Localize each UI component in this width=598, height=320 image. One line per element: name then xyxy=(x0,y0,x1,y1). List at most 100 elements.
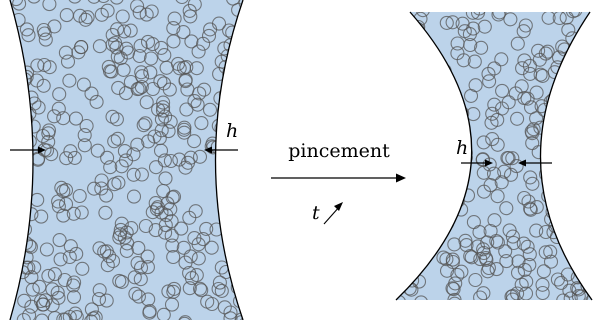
right-particle xyxy=(429,169,444,184)
left-particle xyxy=(99,293,114,308)
right-particle xyxy=(573,85,588,100)
right-particle xyxy=(517,190,532,206)
right-particle xyxy=(473,252,488,267)
right-particle xyxy=(585,64,592,79)
left-particle xyxy=(10,246,22,261)
left-particle xyxy=(88,310,103,320)
left-particle xyxy=(50,285,65,300)
left-particle xyxy=(10,196,25,211)
right-particle xyxy=(464,250,479,265)
right-particle xyxy=(549,167,564,182)
right-particle xyxy=(450,267,465,283)
right-particle xyxy=(412,203,427,218)
right-particle xyxy=(473,290,488,300)
right-particle xyxy=(503,12,518,27)
left-particle xyxy=(140,34,156,49)
left-particle xyxy=(10,210,20,225)
right-particle xyxy=(584,167,592,182)
left-particle xyxy=(15,192,30,207)
right-particle xyxy=(583,182,592,197)
left-particle xyxy=(178,315,193,320)
left-particle xyxy=(52,87,67,102)
right-particle xyxy=(433,76,448,91)
left-particle xyxy=(10,47,21,62)
left-particle xyxy=(187,134,202,149)
left-particle xyxy=(47,267,62,282)
left-particle xyxy=(183,9,198,24)
left-particle xyxy=(192,281,208,296)
right-particle xyxy=(400,227,415,242)
left-particle xyxy=(119,243,134,258)
right-particle xyxy=(447,171,462,186)
left-particle xyxy=(60,54,76,69)
left-particle xyxy=(126,147,141,162)
left-particle xyxy=(174,221,189,236)
right-particle xyxy=(426,199,441,214)
left-particle xyxy=(58,197,74,212)
right-particle xyxy=(447,237,462,252)
right-particle xyxy=(519,274,534,289)
right-particle xyxy=(556,131,571,147)
right-particle xyxy=(533,67,548,82)
left-particle xyxy=(192,149,208,164)
right-particle xyxy=(524,124,539,139)
left-particle xyxy=(155,103,171,118)
left-particle xyxy=(189,268,204,283)
right-particle xyxy=(531,43,546,58)
left-particle xyxy=(18,123,33,138)
right-particle xyxy=(551,84,566,99)
left-particle xyxy=(176,240,191,255)
right-particle xyxy=(481,260,496,276)
right-particle xyxy=(481,66,496,81)
right-particle xyxy=(573,216,588,231)
left-particle xyxy=(11,80,26,95)
right-particle xyxy=(487,213,502,228)
right-particle xyxy=(487,97,502,112)
left-column-left-boundary xyxy=(9,0,34,320)
right-particle xyxy=(439,263,455,278)
left-particle xyxy=(110,131,125,146)
right-particle xyxy=(415,12,430,18)
right-particle xyxy=(566,111,582,127)
left-particle xyxy=(68,111,84,126)
left-particle xyxy=(126,167,141,182)
right-particle xyxy=(553,131,568,146)
left-particle xyxy=(215,176,230,191)
left-particle xyxy=(100,150,115,165)
right-particle xyxy=(456,53,471,68)
left-particle xyxy=(84,314,99,320)
left-particle xyxy=(145,81,160,97)
left-particle xyxy=(217,300,232,315)
left-width-annotation: h xyxy=(10,120,238,154)
right-particle xyxy=(431,115,446,130)
left-particle xyxy=(133,260,149,275)
right-particle xyxy=(501,151,516,166)
left-particle xyxy=(10,245,24,260)
left-particle xyxy=(236,128,243,143)
left-particle xyxy=(38,32,53,47)
right-particle xyxy=(492,12,507,20)
left-particle xyxy=(183,249,198,264)
left-particle xyxy=(62,73,77,88)
left-particle xyxy=(10,139,23,154)
right-particle xyxy=(442,146,457,161)
right-particle xyxy=(516,24,531,39)
left-particle xyxy=(117,144,132,159)
left-particle xyxy=(222,215,237,230)
right-particle xyxy=(529,223,544,238)
left-particle xyxy=(105,109,120,124)
right-particle xyxy=(468,272,483,288)
right-particle xyxy=(501,95,516,110)
left-particle xyxy=(86,311,101,320)
left-particle xyxy=(47,109,62,124)
right-particle xyxy=(490,137,505,152)
right-particle xyxy=(411,204,426,219)
left-particle xyxy=(107,134,122,149)
left-particle xyxy=(33,293,49,309)
left-particle xyxy=(66,278,81,293)
right-particle xyxy=(463,88,479,103)
left-particle xyxy=(180,82,195,97)
right-particle xyxy=(585,293,592,300)
right-particle xyxy=(543,244,558,259)
left-particle xyxy=(139,7,154,22)
